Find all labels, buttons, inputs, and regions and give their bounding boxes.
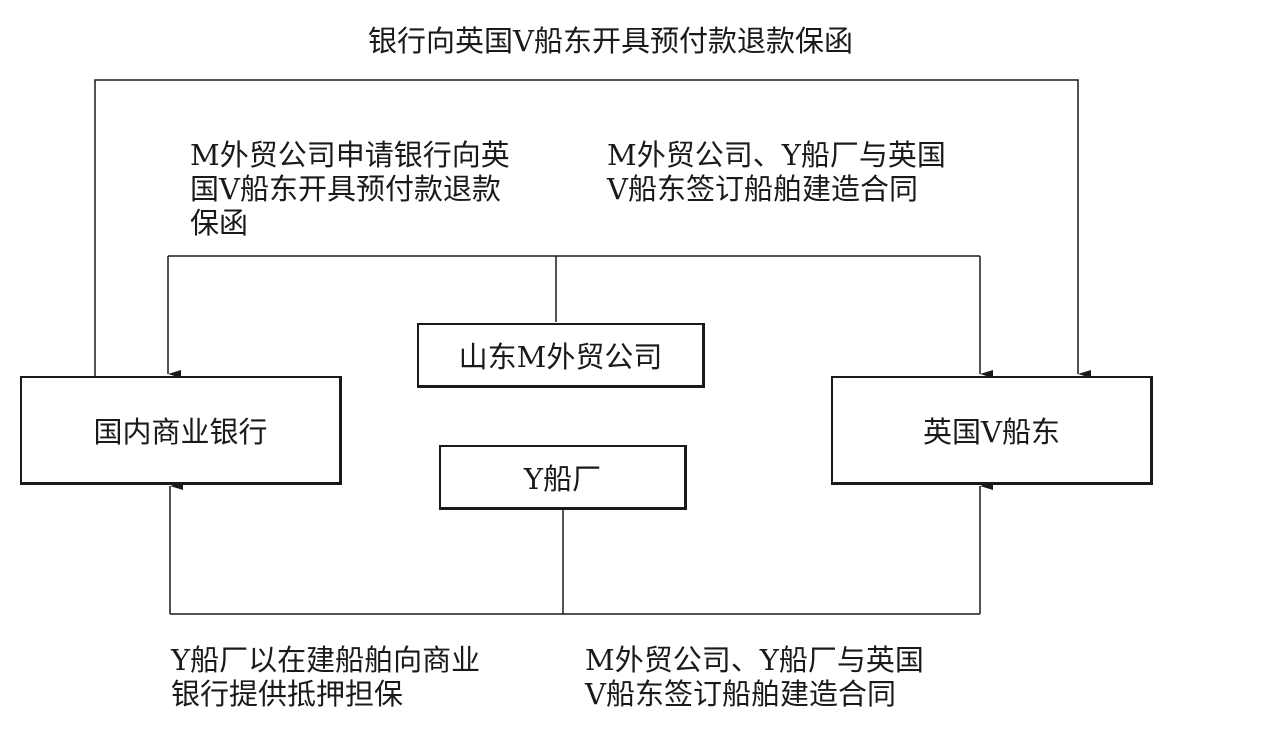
node-domestic-bank: 国内商业银行 bbox=[20, 376, 342, 485]
edge-label-top-guarantee: 银行向英国V船东开具预付款退款保函 bbox=[368, 24, 853, 58]
node-y-shipyard: Y船厂 bbox=[439, 445, 687, 510]
node-domestic-bank-label: 国内商业银行 bbox=[93, 415, 268, 449]
edge-label-contract-lower: M外贸公司、Y船厂与英国 V船东签订船舶建造合同 bbox=[585, 643, 924, 711]
node-y-shipyard-label: Y船厂 bbox=[523, 462, 602, 496]
node-uk-shipowner-label: 英国V船东 bbox=[923, 415, 1060, 449]
node-uk-shipowner: 英国V船东 bbox=[831, 376, 1153, 485]
edge-label-apply-guarantee: M外贸公司申请银行向英 国V船东开具预付款退款 保函 bbox=[190, 138, 510, 240]
edge-bank-guarantee bbox=[94, 79, 1091, 378]
edge-label-mortgage: Y船厂以在建船舶向商业 银行提供抵押担保 bbox=[171, 643, 481, 711]
edge-label-contract-upper: M外贸公司、Y船厂与英国 V船东签订船舶建造合同 bbox=[607, 138, 946, 206]
node-shandong-trading: 山东M外贸公司 bbox=[417, 323, 705, 388]
node-shandong-trading-label: 山东M外贸公司 bbox=[458, 340, 663, 374]
